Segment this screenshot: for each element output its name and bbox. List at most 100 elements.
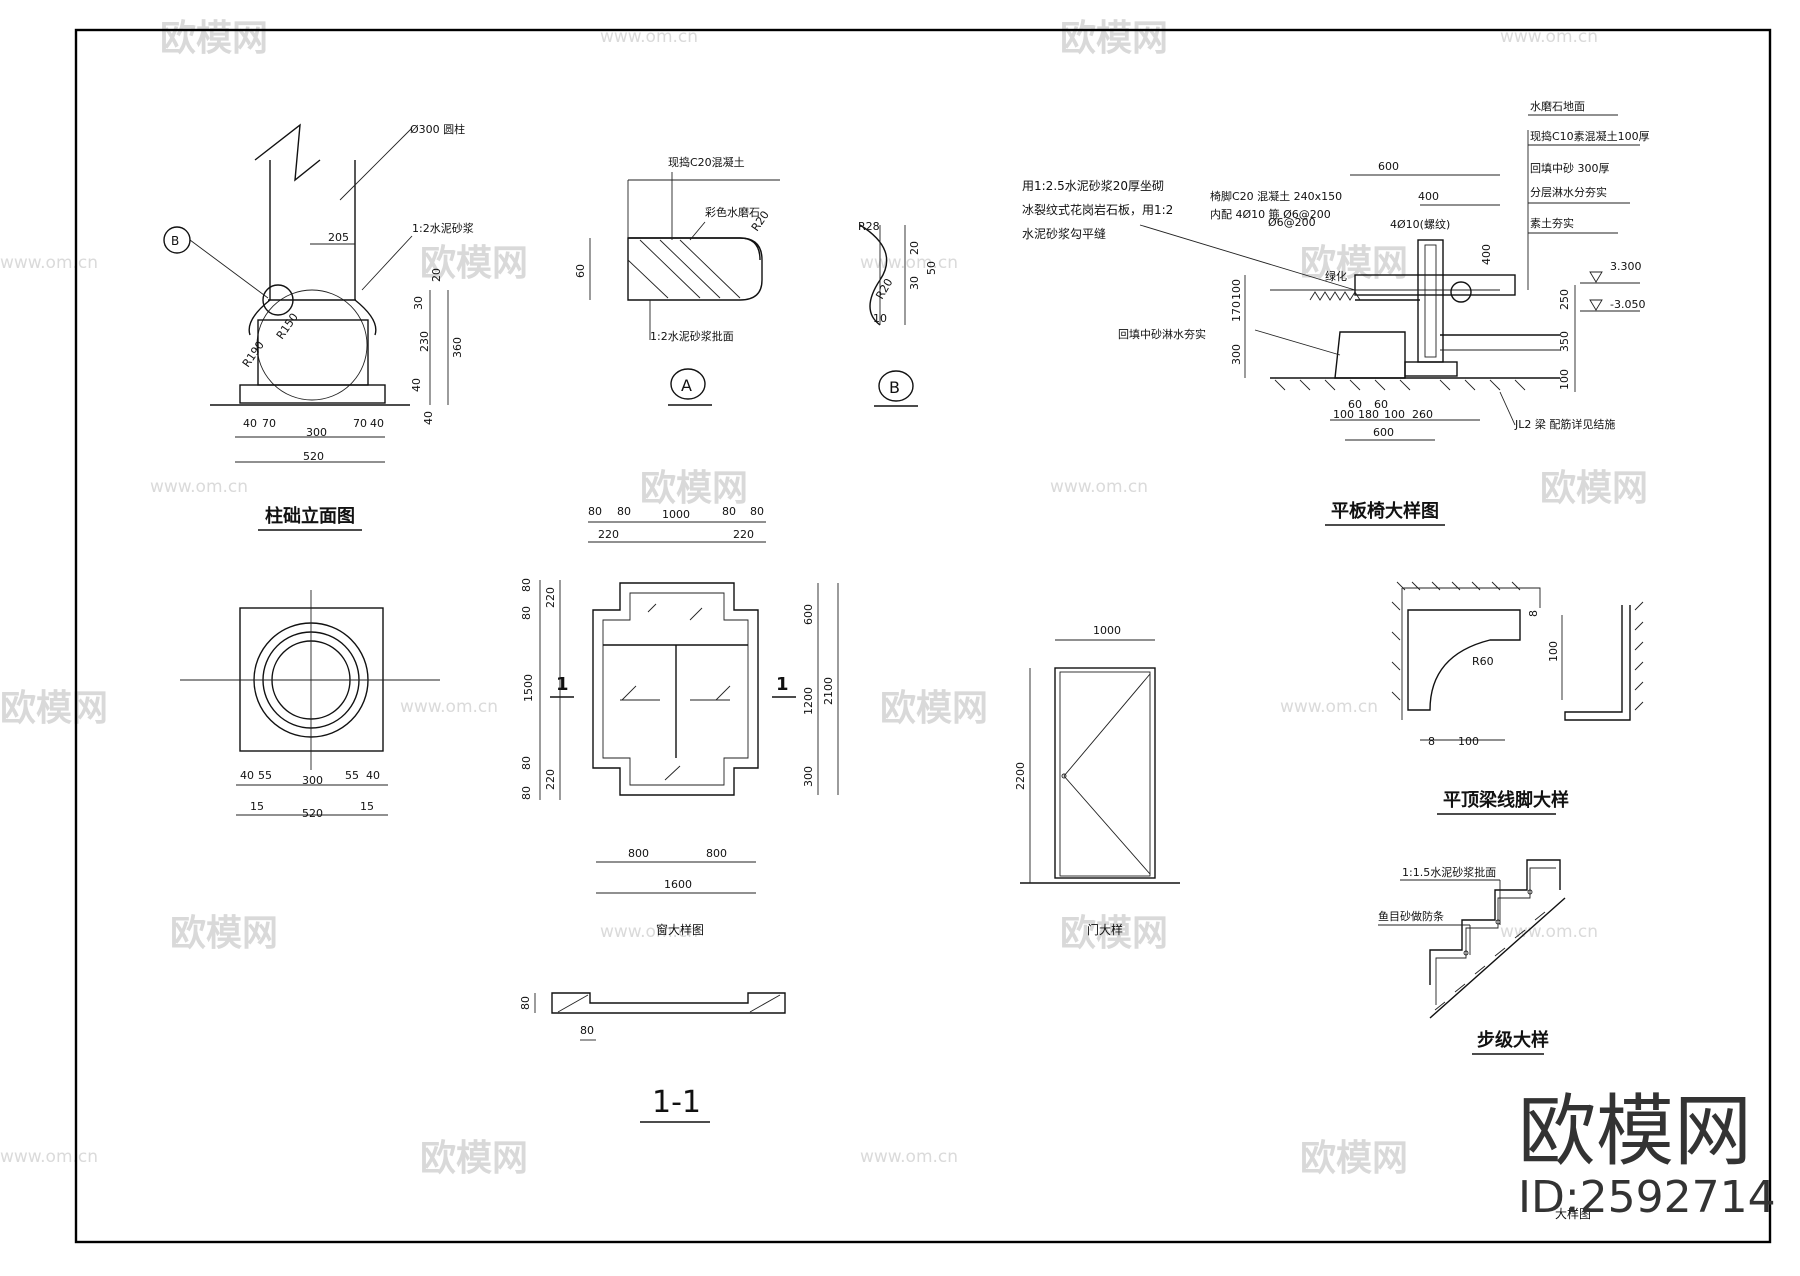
- marker-b-label: B: [889, 378, 900, 397]
- label-column: Ø300 圆柱: [410, 122, 465, 136]
- dim: 80: [520, 606, 533, 620]
- watermark-url: www.om.cn: [1500, 922, 1598, 942]
- dim: 80: [750, 505, 764, 518]
- dim: 100: [1384, 408, 1405, 421]
- dim: 100: [1230, 279, 1243, 300]
- dim: 205: [328, 231, 349, 244]
- dim: 260: [1412, 408, 1433, 421]
- window-title: 窗大样图: [656, 922, 704, 937]
- watermark-url: www.om.cn: [1500, 27, 1598, 47]
- dim: 30: [908, 276, 921, 290]
- bench-detail: 用1:2.5水泥砂浆20厚坐砌 冰裂纹式花岗岩石板，用1:2 水泥砂浆勾平缝 椅…: [1022, 100, 1650, 526]
- dim: 100: [1558, 369, 1571, 390]
- column-base-elevation: B Ø300 圆柱 1:2水泥砂浆 205 R150 R190 20 30 23…: [163, 122, 474, 531]
- dim: 100: [1547, 641, 1560, 662]
- dim: 1000: [1093, 624, 1121, 637]
- dim: 80: [520, 786, 533, 800]
- dim: 50: [925, 261, 938, 275]
- layer-label: 水磨石地面: [1530, 100, 1585, 113]
- dim: R20: [873, 276, 895, 301]
- dim: 10: [873, 312, 887, 325]
- section-title: 1-1: [652, 1085, 701, 1120]
- detail-marker-a: [670, 368, 706, 400]
- dim: 80: [588, 505, 602, 518]
- dim: 60: [1348, 398, 1362, 411]
- watermark-text: 欧模网: [1060, 913, 1168, 954]
- dim: 70: [353, 417, 367, 430]
- watermark-text: 欧模网: [1300, 243, 1408, 284]
- brand-name: 欧模网: [1518, 1087, 1752, 1177]
- dim: 230: [418, 331, 431, 352]
- sheet-border: [74, 28, 1772, 1244]
- dim: 520: [303, 450, 324, 463]
- layer-label: 现捣C10素混凝土100厚: [1530, 129, 1650, 143]
- beam-foot-title: 平顶梁线脚大样: [1443, 789, 1569, 811]
- dim: 30: [412, 296, 425, 310]
- dim: 220: [598, 528, 619, 541]
- dim: 600: [1378, 160, 1399, 173]
- level-mark: 3.300: [1610, 260, 1642, 273]
- section-mark: 1: [776, 674, 789, 695]
- dim: 250: [1558, 289, 1571, 310]
- dim: 8: [1428, 735, 1435, 748]
- watermark-text: 欧模网: [1540, 468, 1648, 509]
- dim: 100: [1458, 735, 1479, 748]
- detail-a: 现捣C20混凝土 彩色水磨石 1:2水泥砂浆批面 60 R20 A: [574, 155, 780, 406]
- bench-note: 用1:2.5水泥砂浆20厚坐砌: [1022, 178, 1164, 193]
- dim: 300: [802, 766, 815, 787]
- watermark-url: www.om.cn: [1050, 477, 1148, 497]
- dim: 600: [1373, 426, 1394, 439]
- dim: 600: [802, 604, 815, 625]
- dim: 80: [519, 996, 532, 1010]
- sheet-title: 大样图: [1555, 1206, 1591, 1221]
- layer-label: 素土夯实: [1530, 216, 1574, 230]
- label-green: 绿化: [1325, 269, 1347, 283]
- watermark-text: 欧模网: [160, 18, 268, 59]
- dim: 70: [262, 417, 276, 430]
- label-rebar: 4Ø10(螺纹): [1390, 217, 1450, 231]
- layer-label: 回填中砂 300厚: [1530, 161, 1610, 175]
- dim: 40: [370, 417, 384, 430]
- beam-foot-detail: R60 8 100 8 100 平顶梁线脚大样: [1391, 581, 1644, 815]
- dim: 1200: [802, 687, 815, 715]
- marker-b-label: B: [171, 234, 179, 248]
- dim: 40: [422, 411, 435, 425]
- dim: 300: [1230, 344, 1243, 365]
- label-mortar: 1:2水泥砂浆批面: [650, 329, 734, 343]
- dim: 400: [1480, 244, 1493, 265]
- dim: 15: [360, 800, 374, 813]
- detail-marker-b: [878, 370, 914, 402]
- label-leg: 椅脚C20 混凝土 240x150: [1210, 189, 1342, 203]
- marker-a-label: A: [681, 376, 692, 395]
- dim: 1000: [662, 508, 690, 521]
- watermark-text: 欧模网: [880, 688, 988, 729]
- label-terrazzo: 彩色水磨石: [705, 205, 760, 219]
- layer-label: 分层淋水分夯实: [1530, 185, 1607, 199]
- label-sand: 回填中砂淋水夯实: [1118, 327, 1206, 341]
- dim: 80: [580, 1024, 594, 1037]
- label-leg: 内配 4Ø10 箍 Ø6@200: [1210, 207, 1331, 221]
- label-concrete: 现捣C20混凝土: [668, 155, 745, 169]
- watermark-url: www.om.cn: [0, 1147, 98, 1167]
- dim: 300: [306, 426, 327, 439]
- watermark-text: 欧模网: [640, 468, 748, 509]
- dim: 400: [1418, 190, 1439, 203]
- watermark-url: www.om.cn: [600, 922, 698, 942]
- watermark-url: www.om.cn: [860, 1147, 958, 1167]
- label-mortar: 1:1.5水泥砂浆批面: [1402, 865, 1496, 879]
- dim: 220: [544, 769, 557, 790]
- steps-detail: 1:1.5水泥砂浆批面 鱼目砂做防条 步级大样: [1378, 859, 1566, 1055]
- dim: 80: [520, 578, 533, 592]
- label-strip: 鱼目砂做防条: [1378, 909, 1444, 923]
- dim: 40: [410, 378, 423, 392]
- watermark-text: 欧模网: [1060, 18, 1168, 59]
- label-rebar: Ø6@200: [1268, 216, 1316, 229]
- dim: 60: [574, 264, 587, 278]
- watermark-text: 欧模网: [0, 688, 108, 729]
- column-base-title: 柱础立面图: [265, 505, 355, 527]
- dim: 40: [240, 769, 254, 782]
- dim: 55: [345, 769, 359, 782]
- window-detail: 1 1 80 80 1000 80 80 220 220 80 220 80 1…: [520, 505, 839, 937]
- dim: 2200: [1014, 762, 1027, 790]
